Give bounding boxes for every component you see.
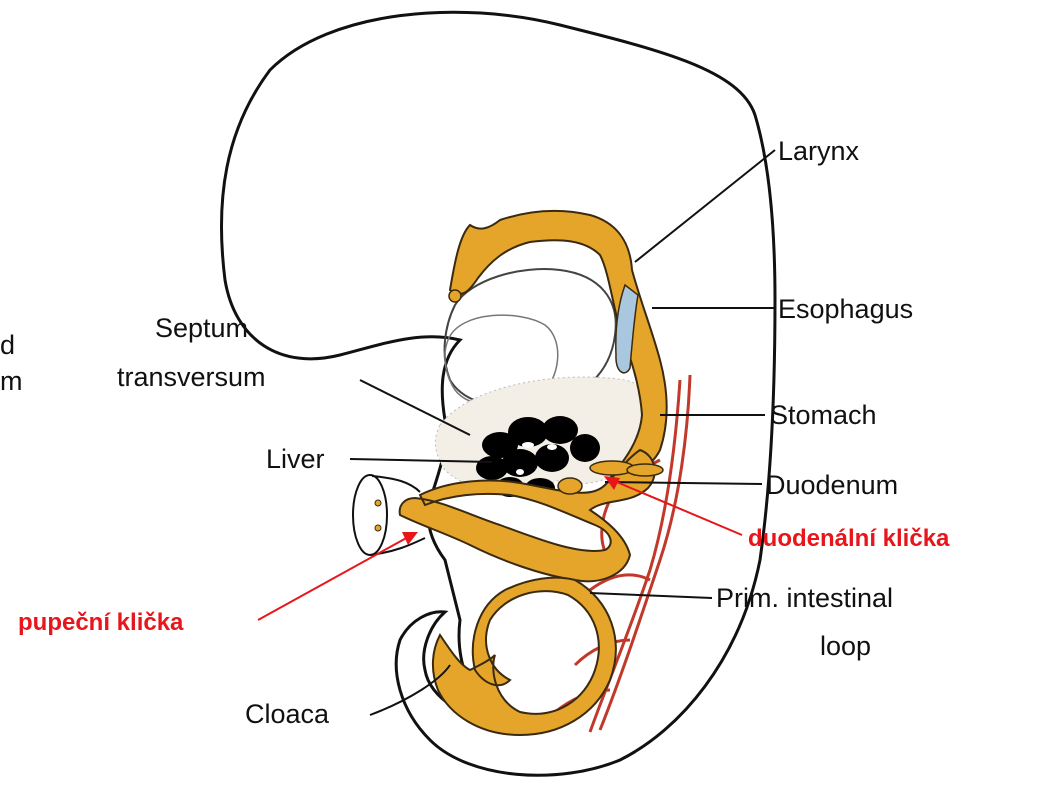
label-prim-loop-line2: loop: [820, 631, 871, 661]
label-stomach: Stomach: [770, 400, 877, 430]
label-duodenal-loop: duodenální klička: [748, 525, 950, 552]
label-larynx: Larynx: [778, 136, 860, 166]
label-septum-line2: transversum: [117, 362, 266, 392]
pharyngeal-pouch: [449, 290, 461, 302]
leader-umbilical-loop: [258, 536, 410, 620]
label-septum-line1: Septum: [155, 313, 248, 343]
label-liver: Liver: [266, 444, 325, 474]
label-cloaca: Cloaca: [245, 699, 330, 729]
label-umbilical-loop: pupeční klička: [18, 609, 184, 636]
label-esophagus: Esophagus: [778, 294, 913, 324]
cutoff-text-1: d: [0, 330, 15, 360]
label-duodenum: Duodenum: [766, 470, 898, 500]
label-prim-loop-line1: Prim. intestinal: [716, 583, 893, 613]
cutoff-text-2: m: [0, 366, 23, 396]
